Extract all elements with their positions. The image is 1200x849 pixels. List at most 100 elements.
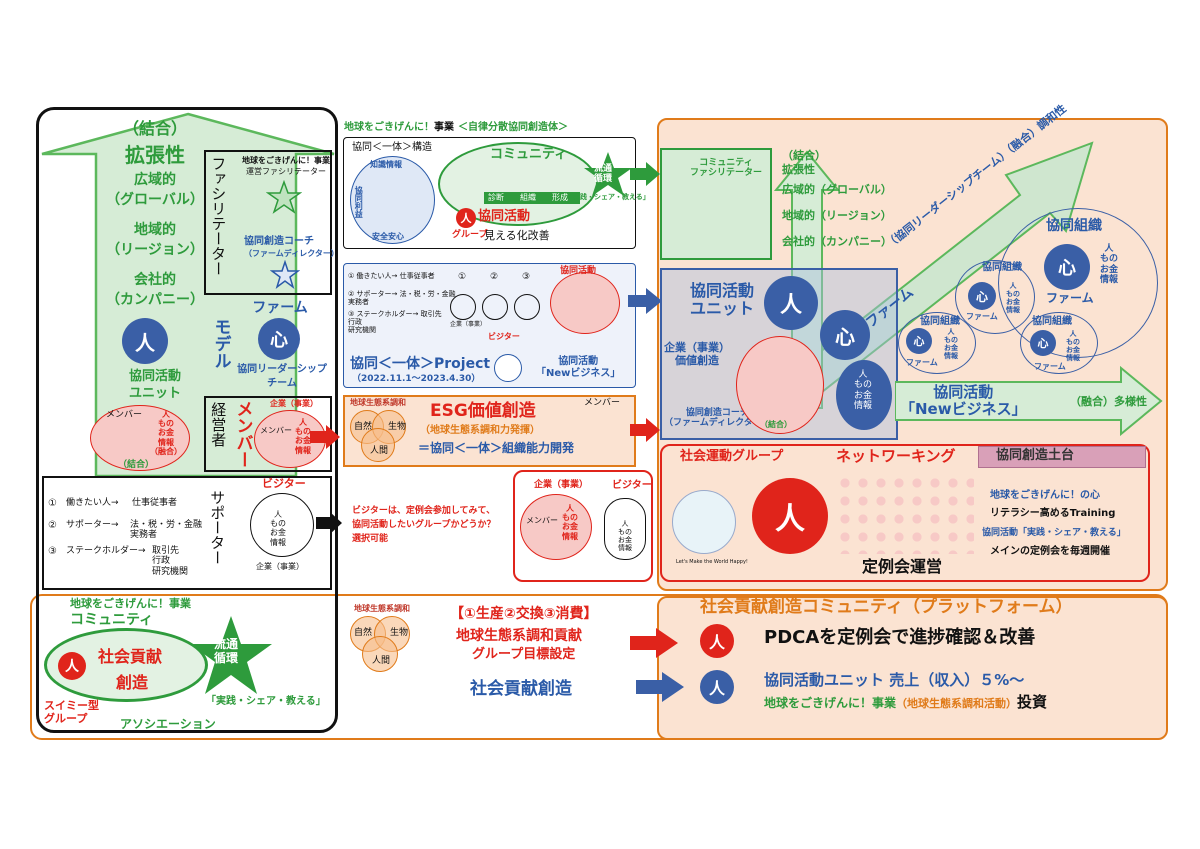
proj-corp: 企業（事業） xyxy=(450,321,487,328)
bottom-ops-title: 地球をごきげんに！事業 xyxy=(70,597,191,610)
visitor-circle xyxy=(250,493,314,557)
esg-member: メンバー xyxy=(584,398,621,408)
right-unit-circle xyxy=(736,336,824,434)
org-right-farm: ファーム xyxy=(1034,362,1066,371)
right-company: 会社的（カンパニー） xyxy=(782,235,892,248)
org-big-label: 協同組織 xyxy=(1046,218,1102,234)
org-left-info: 人 もの お金 情報 xyxy=(944,328,958,361)
invest-b: （地球生態系調和活動） xyxy=(896,697,1018,710)
b-venn-bio-label: 生物 xyxy=(390,628,409,638)
struct-circle xyxy=(350,156,435,244)
foundation-heart: 地球をごきげんに！の心 xyxy=(990,490,1100,501)
right-arrow-icon xyxy=(310,425,340,449)
org-right-heart: 心 xyxy=(1030,330,1056,356)
venn-human xyxy=(361,428,395,462)
invest-c: 投資 xyxy=(1017,693,1048,711)
collab-label: 協同活動 xyxy=(478,209,531,224)
facilitator-vertical: ファシリテーター xyxy=(209,156,228,276)
org-big-farm: ファーム xyxy=(1046,291,1094,305)
platform-title: 社会貢献創造コミュニティ（プラットフォーム） xyxy=(700,597,1073,617)
safe: 安全安心 xyxy=(372,232,404,241)
network: ネットワーキング xyxy=(836,447,956,465)
right-unit: 協同活動 ユニット xyxy=(690,281,755,319)
step-2: 組織 xyxy=(520,193,536,202)
bottom-red-arrow-icon xyxy=(630,628,678,658)
sales-text: 協同活動ユニット 売上（収入）５%〜 xyxy=(764,671,1025,689)
role-2-a: サポーター→ xyxy=(66,520,119,530)
practice-label: 「実践・シェア・教える」 xyxy=(566,193,650,201)
model-vertical: モデル xyxy=(210,318,231,369)
left-bond: （結合） xyxy=(122,119,187,138)
esg-eco: 地球生態系調和 xyxy=(350,398,406,407)
role-1-num: ① xyxy=(48,498,57,509)
social-red-box xyxy=(660,444,1150,582)
visitor-info: 人 もの お金 情報 xyxy=(270,510,286,547)
community-label: コミュニティ xyxy=(490,147,568,162)
org-right-info: 人 もの お金 情報 xyxy=(1066,330,1080,363)
right-person-circle: 人 xyxy=(764,276,818,330)
left-global-en: （グローバル） xyxy=(106,192,204,208)
org-big-info: 人 もの お金 情報 xyxy=(1100,244,1119,286)
org-left-farm: ファーム xyxy=(906,358,938,367)
left-person-circle: 人 xyxy=(122,318,168,364)
org-left-label: 協同組織 xyxy=(920,316,960,327)
bottom-person-circle: 人 xyxy=(58,652,86,680)
team-label: チーム xyxy=(267,378,297,389)
bottom-assoc: アソシエーション xyxy=(120,717,216,731)
collab-person-circle: 人 xyxy=(456,208,476,228)
visitor-corp: 企業（事業） xyxy=(256,562,304,571)
regular-meeting: 定例会運営 xyxy=(862,557,943,576)
b-venn-human xyxy=(362,636,398,672)
org-left-heart: 心 xyxy=(906,328,932,354)
left-company-en: （カンパニー） xyxy=(106,292,204,308)
manager-corp: 企業（事業） xyxy=(270,399,318,408)
manager-info: 人 もの お金 情報 xyxy=(295,418,311,455)
green-right-arrow-icon xyxy=(630,162,660,186)
proj-unit-circle xyxy=(550,272,620,334)
esg-title: ESG価値創造 xyxy=(430,401,536,421)
bottom-practice: 「実践・シェア・教える」 xyxy=(206,696,326,707)
proj-role-1: ① 働きたい人→ 仕事従事者 xyxy=(348,272,435,280)
common: 協同利益 xyxy=(354,186,364,218)
role-1-b: 仕事従事者 xyxy=(132,498,178,508)
sales-person-circle: 人 xyxy=(700,670,734,704)
esg-sub: （地球生態系調和力発揮） xyxy=(420,425,540,436)
newbiz-arrow xyxy=(895,366,1163,436)
org-right-label: 協同組織 xyxy=(1032,316,1072,327)
role-1-a: 働きたい人→ xyxy=(66,498,119,508)
org-mid-heart: 心 xyxy=(968,282,996,310)
step-3: 形成 xyxy=(552,193,568,202)
right-bond: （結合） xyxy=(782,149,826,162)
facilitator-box xyxy=(204,150,332,295)
ops-title: 地球をごきげんに！事業 xyxy=(242,156,330,165)
star-icon xyxy=(266,180,302,214)
right-diverse: （融合）多様性 xyxy=(1070,395,1147,408)
blue-right-arrow-icon xyxy=(628,288,662,314)
right-global: 広域的（グローバル） xyxy=(782,183,892,196)
left-region-en: （リージョン） xyxy=(106,242,204,258)
bottom-social-create: 社会貢献創造 xyxy=(470,679,572,699)
left-unit-member: メンバー xyxy=(106,410,143,420)
right-heart-circle: 心 xyxy=(820,310,870,360)
bottom-group-goal: グループ目標設定 xyxy=(472,647,575,663)
venn-bio-label: 生物 xyxy=(388,422,407,432)
visitor-red-box xyxy=(513,470,653,582)
esg-box xyxy=(343,395,636,467)
role-3-num: ③ xyxy=(48,546,57,557)
bottom-contribute: 社会貢献 xyxy=(98,647,163,666)
bottom-cycle: 【①生産②交換③消費】 xyxy=(450,606,598,622)
bottom-blue-arrow-icon xyxy=(636,672,684,702)
proj-role-3: ③ ステークホルダー→ 取引先 行政 研究機関 xyxy=(348,310,442,335)
bottom-community: コミュニティ xyxy=(70,612,154,628)
right-coach: 協同創造コーチ （ファームディレクター） xyxy=(664,408,771,429)
org-mid-label: 協同組織 xyxy=(982,262,1022,273)
proj-num-1: ① xyxy=(458,272,467,282)
vis-visitor-circle xyxy=(604,498,646,560)
left-region: 地域的 xyxy=(134,222,176,238)
invest-line: 地球をごきげんに！事業（地球生態系調和活動）投資 xyxy=(764,693,1048,711)
proj-circle-1 xyxy=(450,294,476,320)
right-green-arrow-area xyxy=(660,148,772,260)
foundation-meeting: メインの定例会を毎週開催 xyxy=(990,546,1110,557)
foundation-literacy: リテラシー高めるTraining xyxy=(990,508,1116,519)
right-corp-value: 企業（事業） 価値創造 xyxy=(664,341,730,367)
